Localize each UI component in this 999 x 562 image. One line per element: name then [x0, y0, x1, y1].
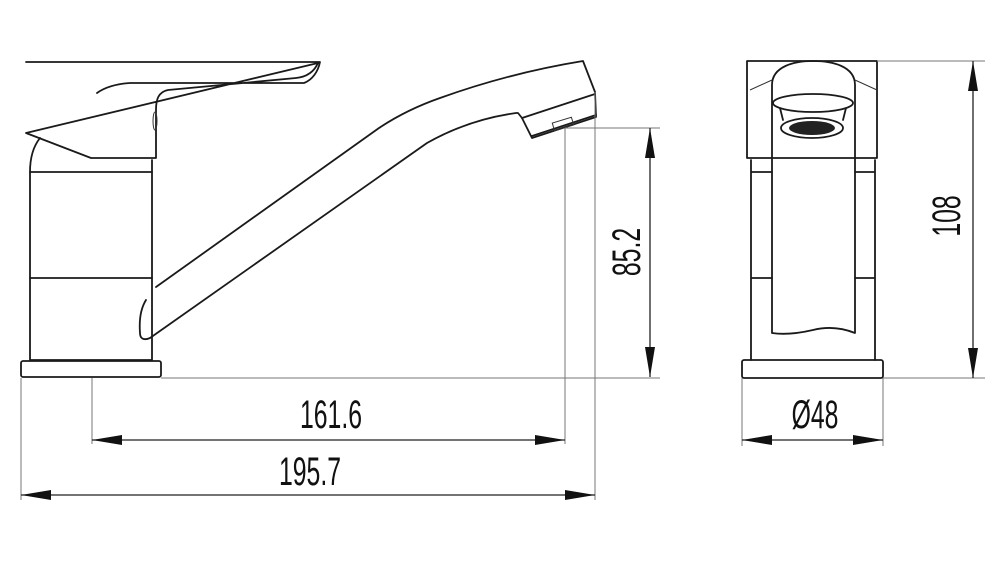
base-diameter-label: Ø48 [792, 393, 839, 437]
handle-front [746, 60, 878, 159]
handle-pin [152, 111, 158, 131]
aerator-ring-front [780, 117, 844, 139]
front-dimensions: 108 Ø48 [741, 60, 985, 446]
aerator-edge [521, 93, 596, 119]
spout [138, 60, 597, 341]
total-height-label: 108 [925, 195, 969, 236]
aerator-mesh [789, 121, 835, 135]
aerator-ring [531, 114, 597, 137]
base-front [741, 359, 884, 379]
side-view [20, 60, 597, 378]
base [20, 360, 162, 378]
aerator-slot [551, 116, 575, 132]
handle [25, 61, 321, 159]
front-view [741, 60, 884, 379]
body [29, 171, 153, 361]
side-dimensions: 85.2 161.6 195.7 [20, 92, 660, 500]
spout-height-label: 85.2 [605, 228, 649, 276]
spout-front [771, 60, 856, 335]
spout-reach-label: 161.6 [300, 393, 362, 437]
body-front [750, 159, 876, 361]
aerator-outer [772, 93, 854, 113]
neck [29, 137, 153, 173]
total-length-label: 195.7 [279, 450, 341, 494]
